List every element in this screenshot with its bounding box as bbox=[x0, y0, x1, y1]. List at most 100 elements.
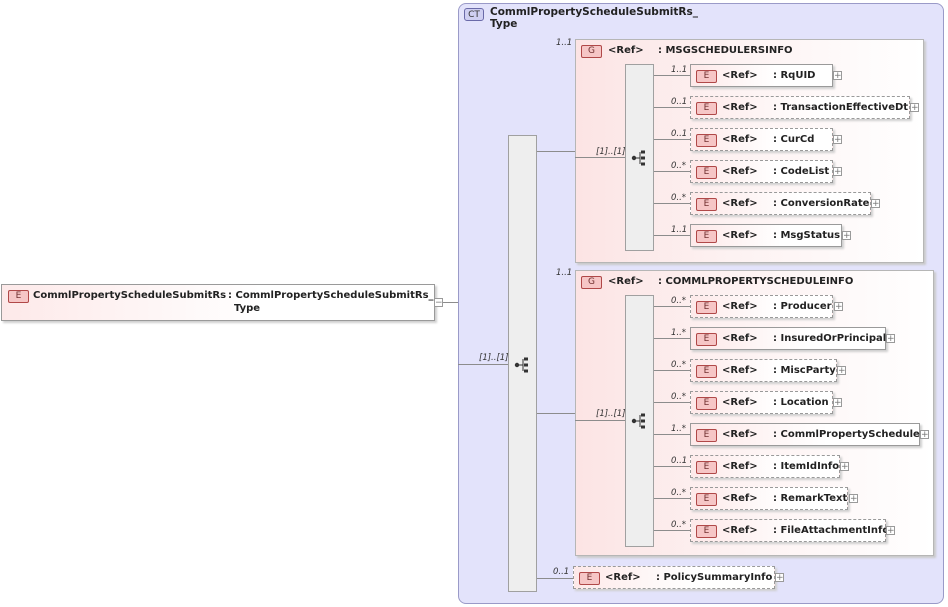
element-name: : CodeList bbox=[773, 166, 830, 177]
group-ref: <Ref> bbox=[608, 276, 644, 287]
element-connector bbox=[654, 75, 690, 76]
element-connector bbox=[654, 235, 690, 236]
element-location[interactable]: E <Ref> : Location bbox=[690, 391, 833, 414]
group1-seq-connector bbox=[575, 157, 625, 158]
element-badge: E bbox=[696, 102, 717, 115]
element-badge: E bbox=[696, 397, 717, 410]
expand-toggle[interactable]: + bbox=[833, 135, 842, 145]
expand-toggle[interactable]: + bbox=[910, 103, 919, 113]
tail-connector bbox=[537, 578, 573, 579]
element-badge: E bbox=[696, 70, 717, 83]
group2-connector bbox=[537, 413, 575, 414]
element-miscparty[interactable]: E <Ref> : MiscParty bbox=[690, 359, 837, 382]
element-policysummaryinfo[interactable]: E <Ref> : PolicySummaryInfo bbox=[573, 566, 775, 589]
element-cardinality: 0..* bbox=[671, 392, 687, 402]
root-element-name: CommlPropertyScheduleSubmitRs bbox=[33, 290, 227, 301]
element-connector bbox=[654, 139, 690, 140]
element-connector bbox=[654, 370, 690, 371]
expand-toggle[interactable]: + bbox=[842, 231, 851, 241]
sequence-icon bbox=[631, 150, 645, 166]
element-name: : MsgStatus bbox=[773, 230, 841, 241]
element-ref: <Ref> bbox=[722, 429, 758, 440]
element-cardinality: 0..1 bbox=[671, 456, 688, 466]
element-ref: <Ref> bbox=[722, 397, 758, 408]
element-badge: E bbox=[696, 230, 717, 243]
element-name: : PolicySummaryInfo bbox=[656, 572, 773, 583]
expand-toggle[interactable]: + bbox=[871, 199, 880, 209]
element-name: : ItemIdInfo bbox=[773, 461, 840, 472]
element-connector bbox=[654, 498, 690, 499]
element-badge: E bbox=[696, 134, 717, 147]
element-cardinality: 0..* bbox=[671, 296, 687, 306]
element-connector bbox=[654, 402, 690, 403]
element-badge: E bbox=[696, 333, 717, 346]
element-transactioneffectivedt[interactable]: E <Ref> : TransactionEffectiveDt bbox=[690, 96, 910, 119]
element-name: : Producer bbox=[773, 301, 832, 312]
element-cardinality: 1..* bbox=[671, 328, 687, 338]
tail-cardinality: 0..1 bbox=[553, 567, 570, 577]
group-name: : COMMLPROPERTYSCHEDULEINFO bbox=[658, 276, 854, 287]
element-cardinality: 0..* bbox=[671, 161, 687, 171]
element-itemidinfo[interactable]: E <Ref> : ItemIdInfo bbox=[690, 455, 840, 478]
element-insuredorprincipal[interactable]: E <Ref> : InsuredOrPrincipal bbox=[690, 327, 886, 350]
element-badge: E bbox=[579, 572, 600, 585]
element-ref: <Ref> bbox=[722, 134, 758, 145]
element-name: : Location bbox=[773, 397, 829, 408]
element-codelist[interactable]: E <Ref> : CodeList bbox=[690, 160, 833, 183]
element-ref: <Ref> bbox=[722, 198, 758, 209]
element-msgstatus[interactable]: E <Ref> : MsgStatus bbox=[690, 224, 842, 247]
element-connector bbox=[654, 338, 690, 339]
group-badge: G bbox=[581, 276, 602, 289]
element-ref: <Ref> bbox=[722, 493, 758, 504]
element-name: : ConversionRate bbox=[773, 198, 870, 209]
element-cardinality: 1..* bbox=[671, 424, 687, 434]
expand-toggle[interactable]: + bbox=[920, 430, 929, 440]
element-curcd[interactable]: E <Ref> : CurCd bbox=[690, 128, 833, 151]
expand-toggle[interactable]: + bbox=[840, 462, 849, 472]
group2-cardinality: 1..1 bbox=[556, 268, 573, 278]
complex-type-title-line1: CommlPropertyScheduleSubmitRs_ bbox=[490, 6, 698, 18]
expand-toggle[interactable]: + bbox=[833, 71, 842, 81]
element-cardinality: 0..1 bbox=[671, 97, 688, 107]
expand-toggle[interactable]: + bbox=[886, 334, 895, 344]
element-name: : MiscParty bbox=[773, 365, 836, 376]
element-cardinality: 0..* bbox=[671, 360, 687, 370]
element-rquid[interactable]: E <Ref> : RqUID bbox=[690, 64, 833, 87]
main-seq-connector bbox=[458, 364, 508, 365]
group-name: : MSGSCHEDULERSINFO bbox=[658, 45, 793, 56]
sequence-icon bbox=[631, 413, 645, 429]
collapse-toggle[interactable]: − bbox=[434, 298, 443, 308]
element-ref: <Ref> bbox=[722, 333, 758, 344]
element-conversionrate[interactable]: E <Ref> : ConversionRate bbox=[690, 192, 871, 215]
element-badge: E bbox=[696, 461, 717, 474]
expand-toggle[interactable]: + bbox=[837, 366, 846, 376]
expand-toggle[interactable]: + bbox=[834, 302, 843, 312]
element-remarktext[interactable]: E <Ref> : RemarkText bbox=[690, 487, 848, 510]
element-connector bbox=[654, 306, 690, 307]
element-name: : InsuredOrPrincipal bbox=[773, 333, 887, 344]
element-ref: <Ref> bbox=[722, 70, 758, 81]
element-connector bbox=[654, 434, 690, 435]
expand-toggle[interactable]: + bbox=[833, 167, 842, 177]
complex-type-title-line2: Type bbox=[490, 18, 518, 30]
element-cardinality: 0..1 bbox=[671, 129, 688, 139]
element-ref: <Ref> bbox=[722, 301, 758, 312]
element-name: : TransactionEffectiveDt bbox=[773, 102, 909, 113]
expand-toggle[interactable]: + bbox=[886, 526, 895, 536]
element-name: : RemarkText bbox=[773, 493, 848, 504]
group1-connector bbox=[537, 151, 575, 152]
element-badge: E bbox=[696, 493, 717, 506]
element-name: : CurCd bbox=[773, 134, 815, 145]
expand-toggle[interactable]: + bbox=[775, 573, 784, 583]
expand-toggle[interactable]: + bbox=[849, 494, 858, 504]
element-ref: <Ref> bbox=[605, 572, 641, 583]
element-commlpropertyschedule[interactable]: E <Ref> : CommlPropertySchedule bbox=[690, 423, 920, 446]
element-connector bbox=[654, 530, 690, 531]
complex-type-title: CommlPropertyScheduleSubmitRs_ Type bbox=[490, 6, 730, 30]
root-element[interactable]: E CommlPropertyScheduleSubmitRs : CommlP… bbox=[1, 284, 435, 321]
element-name: : FileAttachmentInfo bbox=[773, 525, 890, 536]
element-producer[interactable]: E <Ref> : Producer bbox=[690, 295, 833, 318]
element-fileattachmentinfo[interactable]: E <Ref> : FileAttachmentInfo bbox=[690, 519, 890, 542]
expand-toggle[interactable]: + bbox=[833, 398, 842, 408]
element-connector bbox=[654, 466, 690, 467]
